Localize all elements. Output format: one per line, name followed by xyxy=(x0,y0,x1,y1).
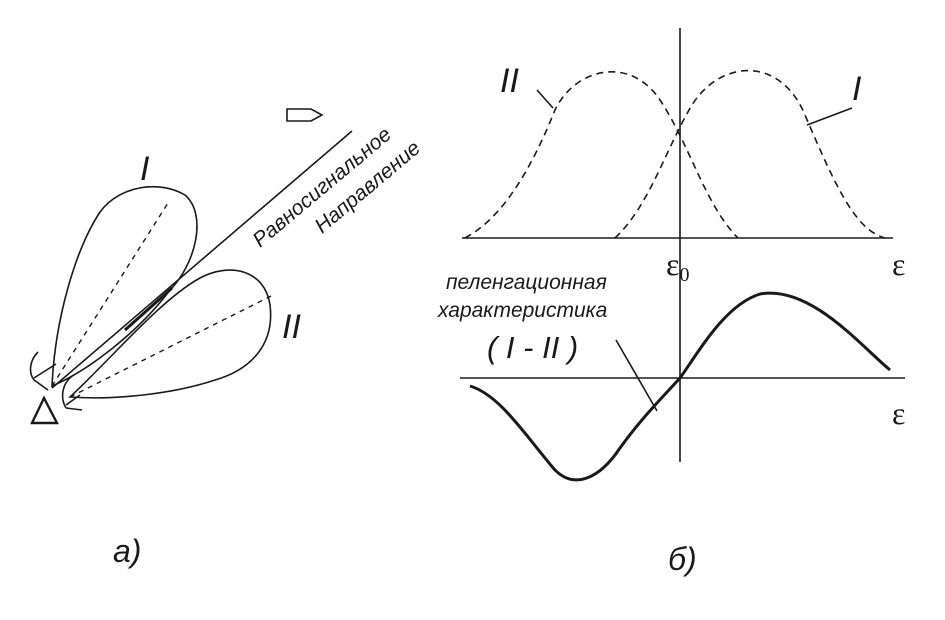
lobe-ii-label: II xyxy=(282,308,301,346)
target-arrow-icon xyxy=(286,108,324,122)
epsilon-zero-label: ε0 xyxy=(666,246,689,286)
characteristic-label-line3: ( I - II ) xyxy=(487,330,578,365)
axis-bottom-label: ε xyxy=(892,395,905,431)
lobe-i-outline xyxy=(51,185,198,388)
characteristic-leader xyxy=(615,339,658,412)
lobe-i-label: I xyxy=(140,150,150,188)
curve-ii-leader xyxy=(536,89,554,109)
antenna-base-icon xyxy=(30,395,59,425)
curve-i-dashed xyxy=(614,69,886,239)
lobe-ii-axis xyxy=(69,293,276,398)
curve-i-leader xyxy=(806,107,853,126)
direction-finding-characteristic-curve xyxy=(469,291,891,482)
axis-top-label: ε xyxy=(892,246,905,282)
feed-i-icon xyxy=(29,351,57,391)
characteristic-label-line2: характеристика xyxy=(437,299,607,322)
panel-b-characteristics: II I ε0 ε ε пеленгационная характеристик… xyxy=(437,28,905,577)
feed-ii-icon xyxy=(61,375,83,411)
curve-i-label: I xyxy=(852,70,862,108)
equisignal-direction-line xyxy=(51,130,353,389)
lobe-ii-outline xyxy=(68,269,272,399)
panel-a-caption: а) xyxy=(113,533,141,569)
panel-b-caption: б) xyxy=(668,541,697,577)
curve-ii-label: II xyxy=(500,62,519,100)
panel-a-antenna-patterns: I II Равносигнальное Направление а) xyxy=(29,108,425,569)
characteristic-label-line1: пеленгационная xyxy=(446,271,607,294)
lobe-overlap-segment xyxy=(124,286,173,332)
lobe-i-axis xyxy=(51,202,169,387)
epsilon-zero-base: ε xyxy=(666,246,679,282)
epsilon-zero-sub: 0 xyxy=(679,264,689,286)
curve-ii-dashed xyxy=(464,71,739,239)
